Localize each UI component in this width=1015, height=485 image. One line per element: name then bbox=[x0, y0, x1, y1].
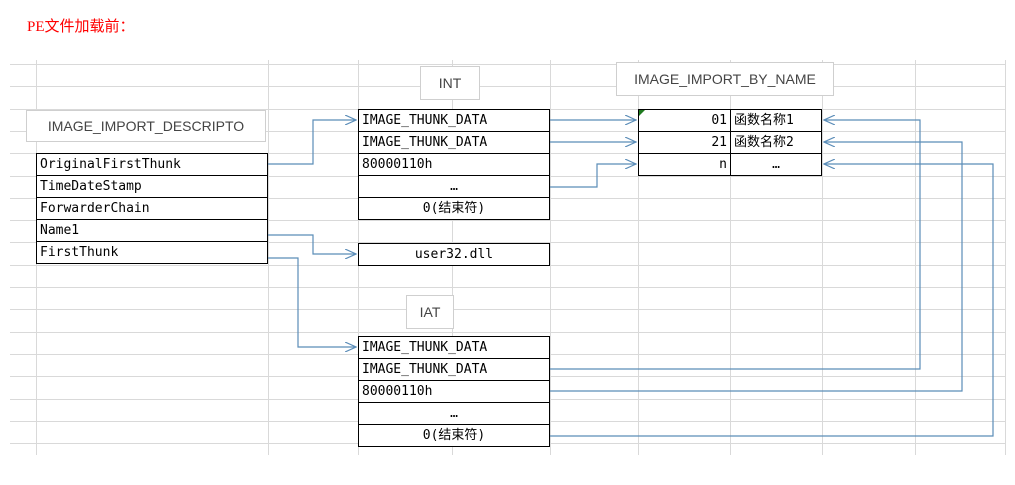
int-row-ellipsis: … bbox=[359, 176, 550, 198]
int-label: INT bbox=[420, 66, 480, 100]
by-name-label: IMAGE_IMPORT_BY_NAME bbox=[616, 62, 834, 96]
descriptor-row-original-first-thunk: OriginalFirstThunk bbox=[37, 154, 268, 176]
by-name-hint-1: 01 bbox=[639, 110, 731, 132]
descriptor-row-first-thunk: FirstThunk bbox=[37, 242, 268, 264]
by-name-name-3: … bbox=[731, 154, 822, 176]
dll-name-table: user32.dll bbox=[358, 243, 550, 266]
by-name-hint-2: 21 bbox=[639, 132, 731, 154]
by-name-hint-3: n bbox=[639, 154, 731, 176]
descriptor-row-time-date-stamp: TimeDateStamp bbox=[37, 176, 268, 198]
descriptor-label: IMAGE_IMPORT_DESCRIPTO bbox=[26, 110, 266, 142]
dll-name-cell: user32.dll bbox=[359, 244, 550, 266]
iat-row-ellipsis: … bbox=[359, 403, 550, 425]
iat-table: IMAGE_THUNK_DATA IMAGE_THUNK_DATA 800001… bbox=[358, 336, 550, 447]
by-name-row-1: 01 函数名称1 bbox=[639, 110, 822, 132]
iat-row-ordinal: 80000110h bbox=[359, 381, 550, 403]
iat-row-terminator: 0(结束符) bbox=[359, 425, 550, 447]
int-row-thunk-2: IMAGE_THUNK_DATA bbox=[359, 132, 550, 154]
descriptor-row-name1: Name1 bbox=[37, 220, 268, 242]
by-name-row-2: 21 函数名称2 bbox=[639, 132, 822, 154]
by-name-name-1: 函数名称1 bbox=[731, 110, 822, 132]
by-name-row-3: n … bbox=[639, 154, 822, 176]
page-title: PE文件加载前： bbox=[27, 19, 135, 35]
iat-row-thunk-1: IMAGE_THUNK_DATA bbox=[359, 337, 550, 359]
int-row-ordinal: 80000110h bbox=[359, 154, 550, 176]
by-name-table: 01 函数名称1 21 函数名称2 n … bbox=[638, 109, 822, 176]
iat-row-thunk-2: IMAGE_THUNK_DATA bbox=[359, 359, 550, 381]
descriptor-row-forwarder-chain: ForwarderChain bbox=[37, 198, 268, 220]
cell-comment-marker bbox=[639, 110, 645, 116]
iat-label: IAT bbox=[406, 295, 454, 329]
int-row-terminator: 0(结束符) bbox=[359, 198, 550, 220]
by-name-name-2: 函数名称2 bbox=[731, 132, 822, 154]
int-row-thunk-1: IMAGE_THUNK_DATA bbox=[359, 110, 550, 132]
descriptor-table: OriginalFirstThunk TimeDateStamp Forward… bbox=[36, 153, 268, 264]
int-table: IMAGE_THUNK_DATA IMAGE_THUNK_DATA 800001… bbox=[358, 109, 550, 220]
